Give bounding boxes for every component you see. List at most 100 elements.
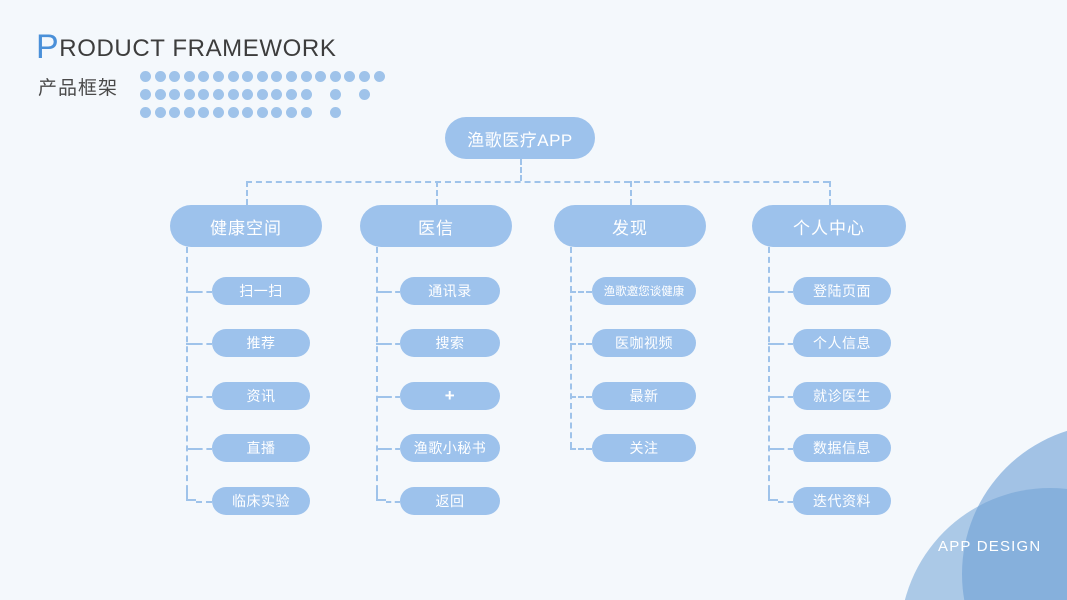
dot [212, 71, 224, 83]
dot [285, 71, 297, 83]
dot [140, 89, 151, 101]
branch-stub-2-3 [376, 396, 387, 398]
branch-connector-2-4 [387, 448, 400, 450]
column-drop-connector-4 [829, 181, 831, 205]
root-node[interactable]: 渔歌医疗APP [445, 117, 595, 159]
leaf-node-2-4[interactable]: 渔歌小秘书 [400, 434, 500, 462]
branch-corner-2-5 [376, 491, 386, 501]
page-subtitle: 产品框架 [38, 78, 119, 99]
dot [329, 107, 341, 119]
dot [344, 89, 355, 100]
decorative-dot-grid [140, 68, 388, 122]
slide-header: PRODUCT FRAMEWORK 产品框架 [36, 30, 396, 130]
dot [242, 107, 254, 119]
leaf-node-2-2[interactable]: 搜索 [400, 329, 500, 357]
dot-row [140, 86, 388, 104]
dot [212, 107, 224, 119]
column-trunk-2 [376, 247, 378, 501]
branch-stub-1-2 [186, 343, 197, 345]
page-title: PRODUCT FRAMEWORK [36, 30, 336, 67]
branch-stub-1-3 [186, 396, 197, 398]
dot [300, 107, 312, 119]
dot [154, 71, 166, 83]
dot [154, 107, 166, 119]
dot [285, 89, 297, 101]
branch-connector-4-1 [779, 291, 793, 293]
dot [271, 107, 283, 119]
branch-stub-4-2 [768, 343, 779, 345]
leaf-node-2-1[interactable]: 通讯录 [400, 277, 500, 305]
dot [315, 71, 327, 83]
dot [227, 71, 239, 83]
branch-connector-3-2 [570, 343, 592, 345]
branch-connector-2-1 [387, 291, 400, 293]
dot [183, 71, 195, 83]
column-header-3[interactable]: 发现 [554, 205, 706, 247]
dot [198, 107, 210, 119]
branch-stub-2-4 [376, 448, 387, 450]
leaf-node-1-4[interactable]: 直播 [212, 434, 310, 462]
dot [329, 71, 341, 83]
column-drop-connector-2 [436, 181, 438, 205]
dot [140, 71, 151, 83]
leaf-node-4-4[interactable]: 数据信息 [793, 434, 891, 462]
dot [256, 107, 268, 119]
dot [271, 71, 283, 83]
branch-stub-1-1 [186, 291, 197, 293]
leaf-node-2-3[interactable]: + [400, 382, 500, 410]
column-header-4[interactable]: 个人中心 [752, 205, 906, 247]
leaf-node-1-1[interactable]: 扫一扫 [212, 277, 310, 305]
dot-row [140, 68, 388, 86]
leaf-node-4-5[interactable]: 迭代资料 [793, 487, 891, 515]
leaf-node-3-3[interactable]: 最新 [592, 382, 696, 410]
dot [374, 107, 385, 118]
dot [359, 107, 370, 118]
dot [256, 71, 268, 83]
column-header-2[interactable]: 医信 [360, 205, 512, 247]
leaf-node-3-1[interactable]: 渔歌邀您谈健康 [592, 277, 696, 305]
branch-connector-4-4 [779, 448, 793, 450]
column-trunk-3 [570, 247, 572, 448]
leaf-node-4-2[interactable]: 个人信息 [793, 329, 891, 357]
branch-corner-1-5 [186, 491, 196, 501]
dot [344, 107, 355, 118]
branch-stub-1-4 [186, 448, 197, 450]
branch-corner-4-5 [768, 491, 778, 501]
dot [169, 71, 181, 83]
dot [227, 89, 239, 101]
branch-stub-4-4 [768, 448, 779, 450]
dot [285, 107, 297, 119]
dot [140, 107, 151, 119]
dot [227, 107, 239, 119]
column-drop-connector-3 [630, 181, 632, 205]
page-title-initial: P [36, 28, 60, 66]
leaf-node-4-1[interactable]: 登陆页面 [793, 277, 891, 305]
branch-connector-2-3 [387, 396, 400, 398]
leaf-node-3-2[interactable]: 医咖视频 [592, 329, 696, 357]
dot [242, 71, 254, 83]
dot [374, 89, 385, 100]
leaf-node-4-3[interactable]: 就诊医生 [793, 382, 891, 410]
leaf-node-1-5[interactable]: 临床实验 [212, 487, 310, 515]
branch-stub-4-1 [768, 291, 779, 293]
leaf-node-1-3[interactable]: 资讯 [212, 382, 310, 410]
column-header-1[interactable]: 健康空间 [170, 205, 322, 247]
branch-connector-3-3 [570, 396, 592, 398]
dot [169, 107, 181, 119]
dot [373, 71, 385, 83]
leaf-node-2-5[interactable]: 返回 [400, 487, 500, 515]
page-title-rest: RODUCT FRAMEWORK [59, 35, 337, 62]
dot [212, 89, 224, 101]
branch-connector-4-2 [779, 343, 793, 345]
branch-stub-2-2 [376, 343, 387, 345]
branch-stub-4-3 [768, 396, 779, 398]
root-down-connector [520, 159, 522, 181]
leaf-node-1-2[interactable]: 推荐 [212, 329, 310, 357]
column-trunk-4 [768, 247, 770, 501]
branch-connector-3-4 [570, 448, 592, 450]
leaf-node-3-4[interactable]: 关注 [592, 434, 696, 462]
dot [329, 89, 341, 101]
branch-connector-2-5 [386, 501, 400, 503]
dot [169, 89, 181, 101]
